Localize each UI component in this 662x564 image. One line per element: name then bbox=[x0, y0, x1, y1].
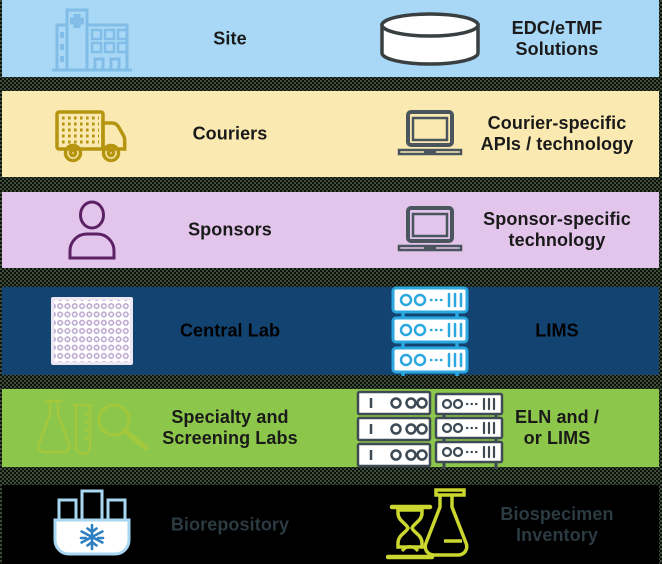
database-cylinder-icon bbox=[342, 10, 518, 68]
microplate-icon bbox=[2, 297, 182, 365]
flask-hourglass-icon bbox=[342, 487, 518, 563]
delivery-truck-icon bbox=[2, 103, 182, 165]
eln-lims-label: ELN and /or LIMS bbox=[515, 407, 599, 448]
laptop-icon bbox=[342, 109, 518, 159]
lab-glassware-icon bbox=[2, 396, 182, 460]
biorepository-label: Biorepository bbox=[170, 514, 290, 534]
dual-server-rack-icon bbox=[342, 386, 518, 470]
central-lab-label: Central Lab bbox=[179, 320, 281, 341]
person-icon bbox=[2, 200, 182, 260]
laptop-icon bbox=[342, 205, 518, 255]
couriers-label: Couriers bbox=[192, 123, 268, 144]
band-central-lab: Central Lab LIMS bbox=[2, 286, 659, 376]
sponsors-label: Sponsors bbox=[188, 219, 272, 240]
freezer-snowflake-icon bbox=[2, 488, 182, 562]
site-label: Site bbox=[213, 28, 247, 48]
hospital-icon bbox=[2, 5, 182, 73]
server-rack-icon bbox=[342, 286, 518, 376]
lims-label: LIMS bbox=[535, 320, 579, 341]
